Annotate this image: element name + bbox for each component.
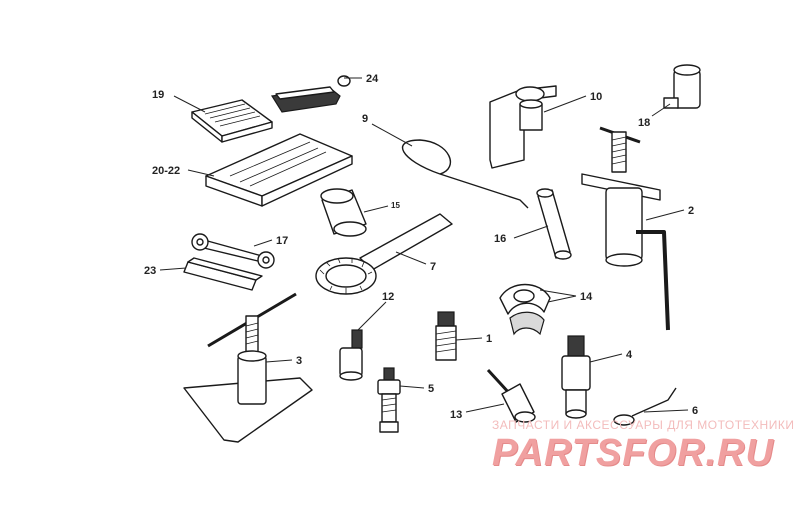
part-1-fitting [435,311,457,361]
callout-6: 6 [692,405,698,417]
callout-7: 7 [430,261,436,273]
part-5-threaded-tool [377,367,401,433]
callout-18: 18 [638,117,650,129]
part-19-document-wallet [191,99,273,143]
part-10-bracket [489,85,557,169]
callout-2: 2 [688,205,694,217]
callout-9: 9 [362,113,368,125]
part-2-puller [581,126,670,331]
callout-10: 10 [590,91,602,103]
part-16-box-spanner [536,188,572,260]
callout-16: 16 [494,233,506,245]
part-17-spanner [191,233,275,269]
part-12-small-puller [339,329,363,381]
callout-17: 17 [276,235,288,247]
watermark-tagline: ЗАПЧАСТИ И АКСЕССУАРЫ ДЛЯ МОТОТЕХНИКИ [492,418,795,432]
part-24-key-fob [271,75,351,113]
part-13-handle-tool [486,368,536,423]
callout-19: 19 [152,89,164,101]
part-20-22-manual [205,133,353,207]
part-4-puller-body [561,335,591,419]
part-6-wire-pick [613,387,677,426]
part-3-stand-press [183,292,313,443]
callout-13: 13 [450,409,462,421]
callout-3: 3 [296,355,302,367]
callout-5: 5 [428,383,434,395]
callout-12: 12 [382,291,394,303]
callout-4: 4 [626,349,633,361]
part-18-fitting [663,64,701,109]
callout-20-22: 20-22 [152,165,180,177]
callout-23: 23 [144,265,156,277]
watermark-logo: PARTSFOR.RU [492,432,774,474]
part-15-sleeve [320,188,367,237]
callout-14: 14 [580,291,593,303]
part-7-ring-spanner [315,213,453,295]
part-23-hex-bar [183,257,263,291]
part-9-wire-tool [401,139,529,209]
callout-24: 24 [366,73,379,85]
callout-1: 1 [486,333,492,345]
callout-15: 15 [391,201,400,210]
part-14-clamp [499,283,551,336]
